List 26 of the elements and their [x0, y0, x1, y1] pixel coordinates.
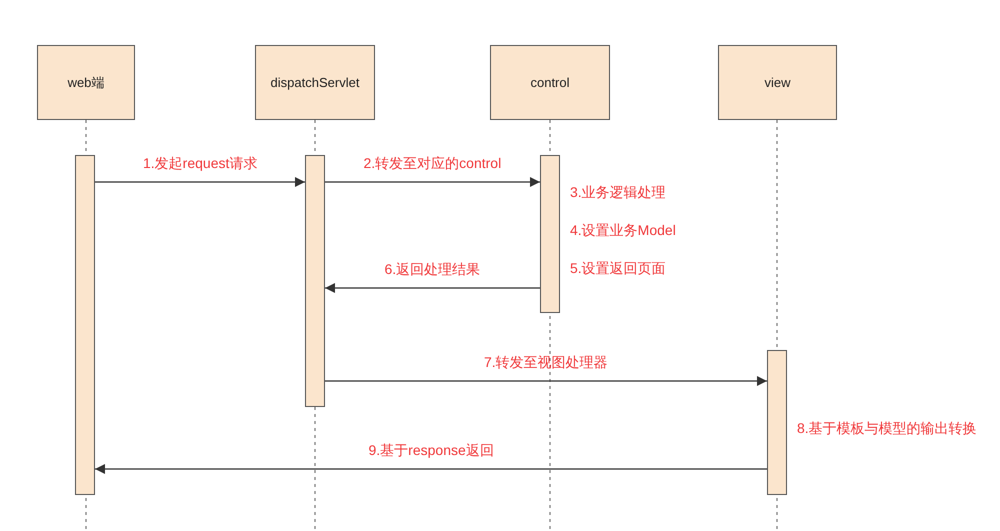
- participant-name: control: [530, 75, 570, 90]
- edge-label: 7.转发至视图处理器: [484, 354, 608, 372]
- message-arrow: [325, 376, 767, 386]
- participant-box: [37, 45, 135, 120]
- activation-bar: [540, 155, 560, 313]
- participant-name: view: [764, 75, 790, 90]
- message-arrow: [95, 177, 305, 187]
- edge-label: 9.基于response返回: [368, 442, 494, 460]
- message-arrow: [325, 177, 540, 187]
- participant-box: [490, 45, 610, 120]
- step-note: 3.业务逻辑处理: [570, 184, 666, 202]
- activation-bar: [305, 155, 325, 407]
- message-arrow: [325, 283, 540, 293]
- participant-name: dispatchServlet: [270, 75, 360, 90]
- edge-label: 1.发起request请求: [143, 155, 258, 173]
- message-arrow: [95, 464, 767, 474]
- participant-name: web端: [68, 74, 104, 92]
- step-note: 5.设置返回页面: [570, 260, 666, 278]
- edge-label: 2.转发至对应的control: [364, 155, 502, 173]
- participant-box: [718, 45, 837, 120]
- participant-box: [255, 45, 375, 120]
- edge-label: 6.返回处理结果: [384, 261, 480, 279]
- step-note: 4.设置业务Model: [570, 222, 676, 240]
- activation-bar: [75, 155, 95, 495]
- activation-bar: [767, 350, 787, 495]
- step-note: 8.基于模板与模型的输出转换: [797, 420, 977, 438]
